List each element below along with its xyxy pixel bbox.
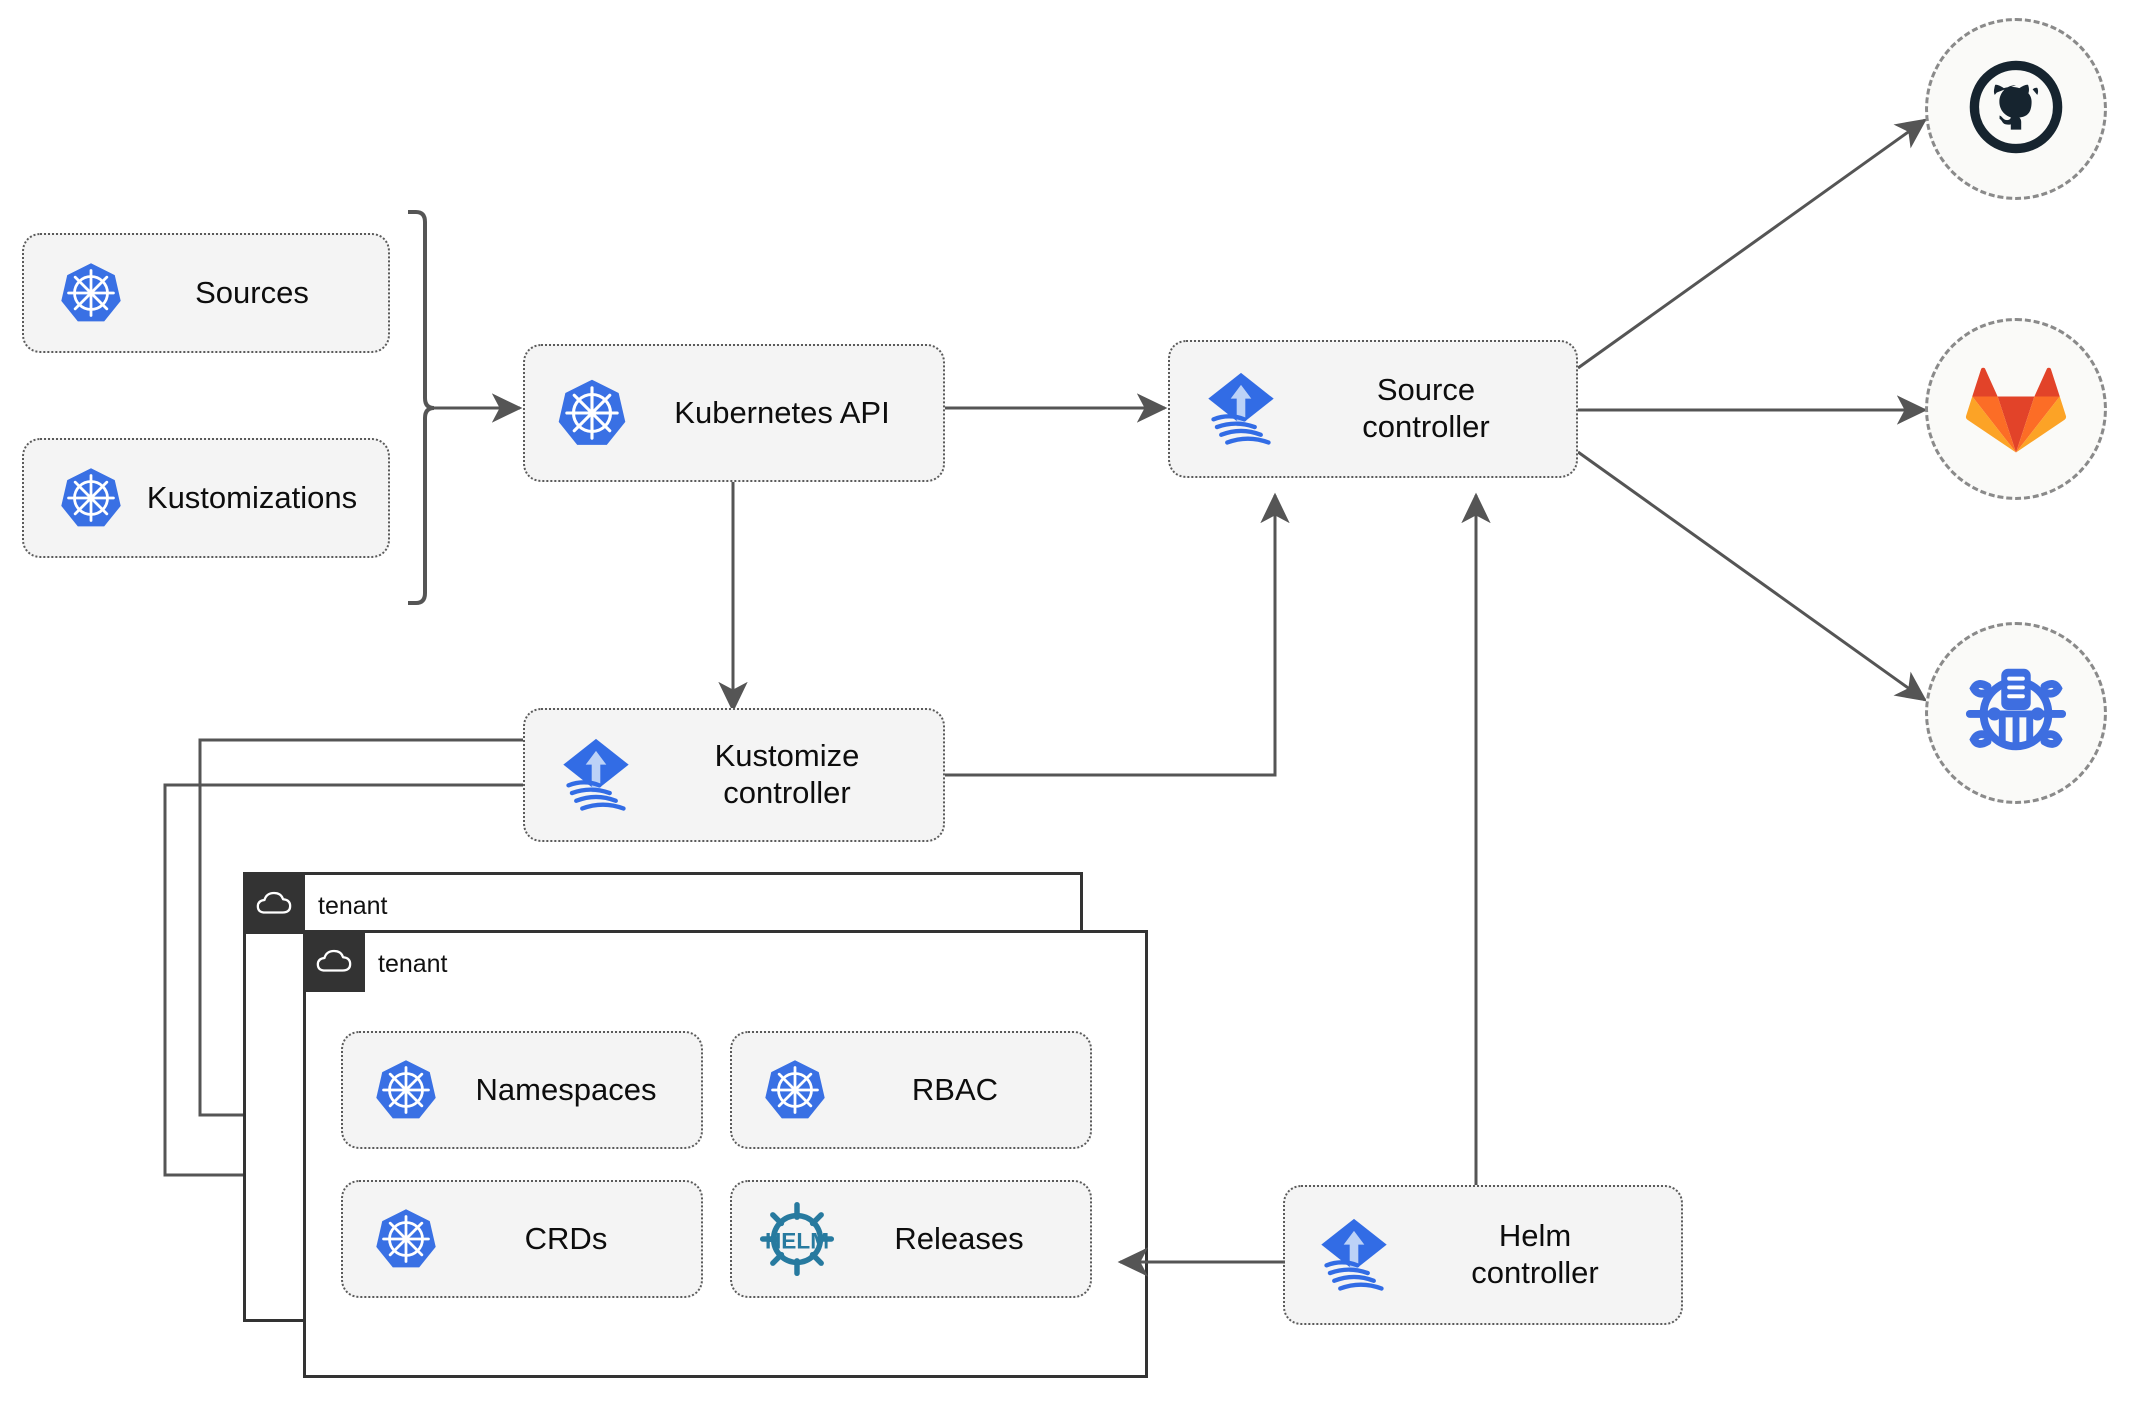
node-label: Namespaces — [475, 1071, 657, 1107]
cloud-icon — [243, 872, 305, 934]
flux-icon — [1311, 1212, 1397, 1298]
kubernetes-icon — [58, 260, 124, 326]
kubernetes-icon — [762, 1057, 828, 1123]
node-sources[interactable]: Sources — [22, 233, 390, 353]
node-label: Kustomize controller — [714, 738, 860, 810]
edge-kustomizectrl-sourcectrl — [945, 492, 1290, 777]
node-helm-controller[interactable]: Helm controller — [1283, 1185, 1683, 1325]
provider-helm-repository[interactable] — [1925, 622, 2107, 804]
node-label: Kustomizations — [146, 479, 358, 515]
kubernetes-icon — [373, 1206, 439, 1272]
svg-text:HELM: HELM — [765, 1228, 829, 1253]
cloud-icon — [303, 930, 365, 992]
node-rbac[interactable]: RBAC — [730, 1031, 1092, 1149]
gitlab-icon — [1963, 358, 2069, 461]
helm-repository-icon — [1962, 657, 2070, 770]
node-crds[interactable]: CRDs — [341, 1180, 703, 1298]
edge-sourcectrl-bucket — [1577, 450, 1927, 702]
kubernetes-icon — [58, 465, 124, 531]
node-label: Source controller — [1362, 372, 1490, 444]
tenant-label-back: tenant — [318, 891, 388, 920]
node-label: Kubernetes API — [674, 394, 890, 430]
edge-kustomizectrl-tenant-back — [163, 783, 525, 1190]
github-icon — [1964, 55, 2068, 164]
kubernetes-icon — [373, 1057, 439, 1123]
provider-github[interactable] — [1925, 18, 2107, 200]
node-label: CRDs — [524, 1220, 608, 1256]
node-releases[interactable]: HELM Releases — [730, 1180, 1092, 1298]
flux-icon — [553, 732, 639, 818]
edge-sourcectrl-github — [1577, 118, 1927, 370]
flux-icon — [1198, 366, 1284, 452]
provider-gitlab[interactable] — [1925, 318, 2107, 500]
node-kustomizations[interactable]: Kustomizations — [22, 438, 390, 558]
node-label: RBAC — [911, 1071, 999, 1107]
node-namespaces[interactable]: Namespaces — [341, 1031, 703, 1149]
kubernetes-icon — [555, 376, 629, 450]
node-label: Sources — [195, 274, 309, 310]
node-source-controller[interactable]: Source controller — [1168, 340, 1578, 478]
node-label: Releases — [894, 1220, 1024, 1256]
helm-icon: HELM — [758, 1200, 836, 1278]
tenant-container-front: tenant — [303, 930, 1148, 1378]
node-kustomize-controller[interactable]: Kustomize controller — [523, 708, 945, 842]
tenant-label-front: tenant — [378, 949, 448, 978]
node-label: Helm controller — [1471, 1218, 1599, 1290]
